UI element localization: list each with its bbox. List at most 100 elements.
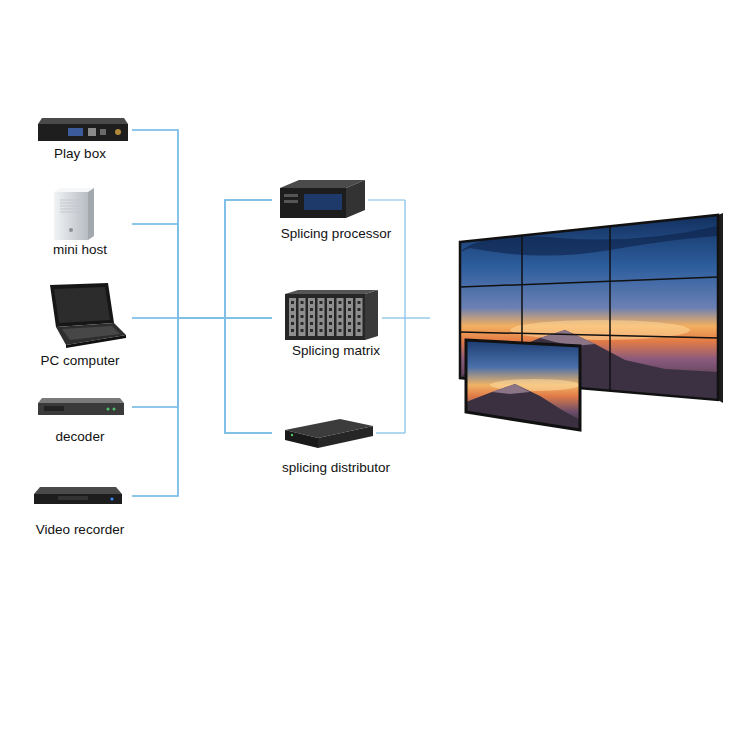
signal-connector	[132, 318, 272, 496]
drawing-part	[60, 209, 82, 210]
drawing-part	[609, 226, 611, 391]
signal-connector	[132, 130, 272, 433]
drawing-part	[289, 298, 296, 336]
splicing-matrix-icon	[272, 286, 400, 343]
drawing-part	[38, 118, 128, 124]
drawing-part	[291, 329, 294, 332]
drawing-part	[58, 496, 88, 500]
drawing-part	[54, 188, 94, 192]
play-box-icon	[28, 110, 132, 146]
drawing-part	[304, 194, 342, 210]
drawing-part	[339, 301, 342, 304]
drawing-part	[115, 129, 121, 135]
drawing-part	[88, 128, 96, 136]
drawing-part	[301, 322, 304, 325]
splicing-matrix: Splicing matrix	[272, 286, 400, 359]
drawing-part	[310, 308, 313, 311]
drawing-part	[291, 315, 294, 318]
drawing-part	[348, 329, 351, 332]
drawing-part	[368, 199, 405, 200]
drawing-part	[320, 315, 323, 318]
drawing-part	[60, 200, 82, 201]
drawing-part	[492, 384, 530, 394]
drawing-part	[285, 290, 378, 294]
splicing-processor: Splicing processor	[272, 176, 400, 242]
drawing-part	[301, 308, 304, 311]
drawing-part	[460, 226, 718, 256]
drawing-part	[460, 332, 718, 338]
drawing-part	[310, 322, 313, 325]
drawing-part	[358, 308, 361, 311]
drawing-part	[284, 200, 298, 203]
signal-connector	[132, 200, 272, 318]
drawing-part	[460, 277, 718, 287]
device-label: Video recorder	[36, 522, 124, 538]
drawing-part	[100, 129, 106, 135]
drawing-part	[310, 301, 313, 304]
monitor-picture	[460, 336, 585, 436]
mini-host: mini host	[28, 186, 132, 258]
drawing-part	[88, 188, 94, 240]
drawing-part	[339, 315, 342, 318]
drawing-part	[34, 494, 122, 504]
drawing-part	[327, 298, 334, 336]
drawing-part	[291, 322, 294, 325]
drawing-part	[301, 329, 304, 332]
device-label: splicing distributor	[282, 460, 390, 476]
drawing-part	[38, 124, 128, 141]
drawing-part	[301, 301, 304, 304]
pc-computer: PC computer	[28, 281, 132, 369]
drawing-part	[329, 301, 332, 304]
video-recorder-icon	[28, 481, 132, 522]
drawing-part	[38, 398, 124, 403]
drawing-part	[329, 329, 332, 332]
drawing-part	[54, 287, 110, 323]
drawing-part	[346, 180, 365, 218]
drawing-part	[346, 298, 353, 336]
drawing-part	[329, 315, 332, 318]
splicing-distributor-icon	[272, 414, 400, 460]
device-label: Splicing processor	[281, 226, 391, 242]
drawing-part	[329, 322, 332, 325]
drawing-part	[38, 403, 124, 415]
drawing-part	[358, 301, 361, 304]
drawing-part	[348, 322, 351, 325]
drawing-part	[54, 192, 88, 240]
drawing-part	[320, 301, 323, 304]
drawing-part	[348, 301, 351, 304]
drawing-part	[404, 200, 405, 433]
drawing-part	[291, 301, 294, 304]
drawing-part	[69, 228, 73, 232]
drawing-part	[320, 322, 323, 325]
drawing-part	[356, 298, 363, 336]
mini-host-icon	[28, 186, 132, 242]
device-label: Play box	[54, 146, 106, 162]
drawing-part	[358, 315, 361, 318]
decoder: decoder	[28, 392, 132, 445]
signal-connector	[132, 200, 272, 496]
monitor-frame	[466, 340, 580, 430]
drawing-part	[291, 308, 294, 311]
drawing-part	[284, 194, 298, 197]
pc-computer-icon	[28, 281, 132, 353]
drawing-part	[460, 336, 585, 436]
drawing-part	[337, 298, 344, 336]
drawing-part	[44, 406, 64, 411]
drawing-part	[339, 329, 342, 332]
signal-connector	[132, 318, 272, 496]
drawing-part	[110, 497, 113, 500]
drawing-part	[113, 408, 116, 411]
drawing-part	[320, 308, 323, 311]
drawing-part	[285, 430, 318, 448]
drawing-part	[320, 329, 323, 332]
drawing-part	[310, 329, 313, 332]
drawing-part	[50, 283, 114, 327]
drawing-part	[348, 308, 351, 311]
drawing-part	[308, 298, 315, 336]
device-label: mini host	[53, 242, 107, 258]
drawing-part	[318, 298, 325, 336]
drawing-part	[376, 432, 405, 433]
drawing-part	[291, 434, 293, 436]
